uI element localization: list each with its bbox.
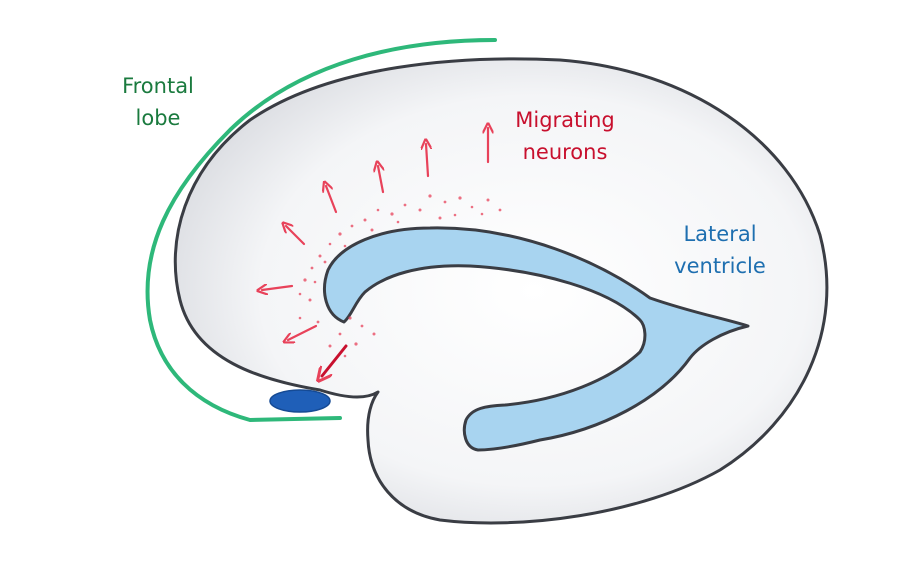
frontal-lobe-label: Frontal lobe [108, 70, 208, 134]
migration-arrows [262, 128, 488, 376]
migrating-neurons-label-line1: Migrating [515, 108, 615, 132]
arrow-7 [288, 324, 318, 340]
frontal-lobe-label-line2: lobe [135, 106, 181, 130]
migrating-neuron-dots [298, 194, 502, 358]
frontal-lobe-outline [145, 38, 497, 423]
arrow-6 [262, 286, 294, 290]
brain-hemisphere [173, 57, 829, 525]
arrow-8 [322, 344, 348, 376]
blue-blob [269, 389, 331, 413]
arrow-2 [426, 144, 428, 178]
frontal-lobe-label-line1: Frontal [122, 74, 194, 98]
arrow-4 [326, 186, 338, 214]
migrating-neurons-label: Migrating neurons [500, 104, 630, 168]
lateral-ventricle-label-line2: ventricle [674, 254, 766, 278]
arrow-5 [286, 226, 306, 246]
arrow-3 [378, 166, 383, 194]
lateral-ventricle-label-line1: Lateral [683, 222, 757, 246]
migrating-neurons-label-line2: neurons [522, 140, 608, 164]
lateral-ventricle-label: Lateral ventricle [660, 218, 780, 282]
lateral-ventricle-shape [323, 226, 750, 452]
